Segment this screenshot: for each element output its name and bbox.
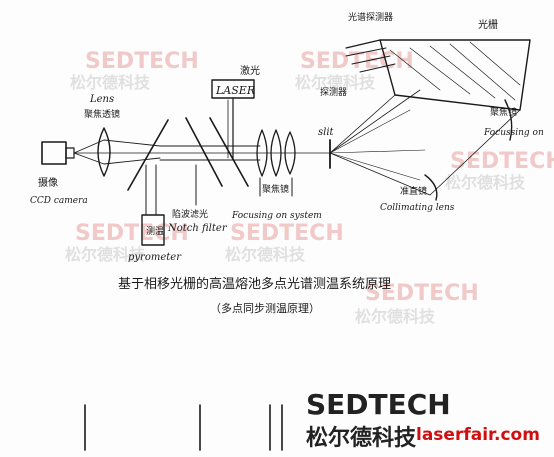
pyrometer-label-en: pyrometer	[128, 252, 182, 263]
brand-logo-en: SEDTECH	[306, 388, 451, 421]
slit: slit	[318, 127, 335, 169]
brand-logo-cn: 松尔德科技	[306, 425, 417, 451]
grating-assembly: 光栅	[329, 18, 531, 196]
notch-label-en: Notch filter	[167, 223, 228, 234]
beam-splitter-2	[185, 117, 223, 187]
lens-label-cn: 聚焦透镜	[84, 108, 120, 120]
camera-body	[41, 141, 67, 165]
ccd-camera: 摄像 CCD camera	[30, 141, 88, 206]
watermark-brand-cn: 松尔德科技	[70, 73, 151, 92]
focus-on-label-en: Focussing on	[483, 128, 544, 138]
pyrometer-label-cn: 测温	[146, 226, 164, 237]
ccd-label-en: CCD camera	[30, 196, 88, 206]
beam-splitter-3	[209, 117, 249, 187]
bottom-strokes	[84, 404, 283, 451]
beam-splitters	[127, 117, 249, 191]
watermark-brand-cn: 松尔德科技	[225, 245, 306, 264]
site-url: laserfair.com	[416, 425, 540, 445]
detector-array: 光谱探测器 探测器	[320, 11, 396, 98]
ccd-label-cn: 摄像	[38, 176, 58, 189]
laser-source: LASER 激光	[211, 64, 260, 161]
watermark-brand-cn: 松尔德科技	[445, 173, 526, 192]
camera-lens-mount	[65, 147, 75, 159]
focus-sys-label-en: Focusing on system	[231, 211, 322, 221]
focusing-lens-group: 聚焦镜 Focusing on system	[231, 129, 322, 221]
focusing-mirror: 聚焦镜 Focussing on	[483, 99, 544, 141]
collim-label-en: Collimating lens	[380, 203, 455, 213]
array-label-cn: 探测器	[320, 86, 347, 98]
watermark-brand: SEDTECH	[300, 49, 414, 74]
focus-on-label-cn: 聚焦镜	[490, 106, 517, 118]
laser-label-cn: 激光	[240, 64, 260, 77]
watermark-brand-cn: 松尔德科技	[65, 245, 146, 264]
pyrometer-box	[141, 214, 165, 246]
lens-label-en: Lens	[89, 94, 114, 105]
watermark-brand: SEDTECH	[365, 281, 479, 306]
spectrometer-rays	[329, 89, 431, 196]
brand-block: SEDTECH 松尔德科技 laserfair.com	[306, 388, 540, 451]
watermark-brand: SEDTECH	[230, 221, 344, 246]
beam-path-imaging	[73, 139, 331, 165]
watermark-brand: SEDTECH	[450, 149, 554, 174]
caption-sub: （多点同步测温原理）	[210, 301, 320, 315]
focus-sys-label-cn: 聚焦镜	[262, 183, 289, 195]
detector-label-cn: 光谱探测器	[348, 11, 393, 23]
watermark-brand-cn: 松尔德科技	[295, 73, 376, 92]
watermark-group: SEDTECH 松尔德科技 SEDTECH 松尔德科技 SEDTECH 松尔德科…	[65, 49, 554, 326]
pyrometer: 测温 pyrometer	[128, 164, 182, 263]
watermark-brand: SEDTECH	[85, 49, 199, 74]
caption: 基于相移光栅的高温熔池多点光谱测温系统原理 （多点同步测温原理）	[118, 276, 391, 315]
slit-label: slit	[318, 127, 335, 138]
notch-label-cn: 陷波滤光	[172, 208, 208, 220]
grating-label-cn: 光栅	[478, 18, 498, 31]
notch-filter: 陷波滤光 Notch filter	[167, 164, 228, 234]
beam-splitter-1	[127, 119, 169, 191]
collim-label-cn: 准直镜	[400, 185, 427, 197]
laser-label-en: LASER	[215, 84, 255, 97]
watermark-brand: SEDTECH	[75, 221, 189, 246]
caption-main: 基于相移光栅的高温熔池多点光谱测温系统原理	[118, 276, 391, 292]
watermark-brand-cn: 松尔德科技	[355, 307, 436, 326]
collimating-lens: 准直镜 Collimating lens	[380, 174, 455, 213]
